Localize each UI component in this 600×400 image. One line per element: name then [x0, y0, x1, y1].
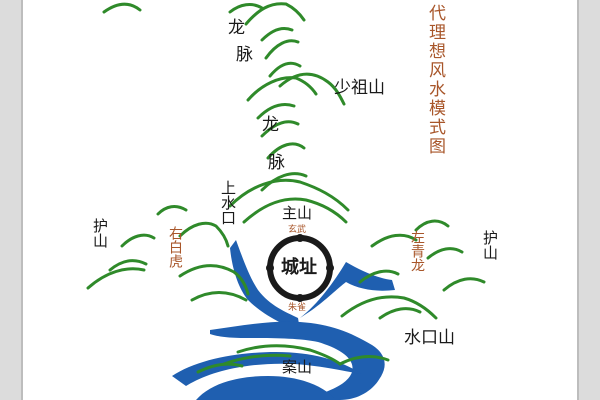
city-site: [266, 234, 334, 302]
label-xuanwu: 玄武: [288, 225, 307, 235]
label-shaozushan: 少祖山: [334, 78, 385, 98]
mountain-anshan-2: [222, 353, 292, 366]
label-mai-2: 脉: [268, 153, 285, 173]
mountain-left-7: [190, 291, 248, 302]
mountain-ridge-10: [266, 142, 306, 160]
mountain-left-4: [86, 267, 146, 290]
mountain-left-5: [108, 259, 148, 272]
mountain-ridge-4: [260, 26, 294, 42]
mountain-ridge-2: [228, 3, 264, 14]
city-gate-east: [326, 264, 334, 272]
mountain-anshan-1: [236, 344, 342, 366]
mountain-shaozushan: [278, 72, 346, 106]
mountain-left-1: [156, 205, 188, 216]
mountain-ridge-5: [264, 39, 300, 60]
mountain-right-7: [378, 307, 422, 320]
mountain-anshan-3: [196, 362, 244, 374]
mountain-ridge-8: [256, 103, 296, 120]
label-zuo-qinglong: 左青龙: [409, 230, 425, 272]
mountain-left-2: [120, 233, 156, 248]
label-zhuque: 朱雀: [288, 303, 307, 313]
label-long-1: 龙: [228, 18, 245, 38]
label-chengzhi: 城址: [281, 257, 317, 278]
mountain-anshan-4: [338, 355, 390, 366]
label-hushan-left: 护山: [91, 218, 109, 248]
river-outlet: [196, 376, 336, 400]
mountain-zhushan-2: [242, 197, 348, 224]
mountain-ridge-6: [268, 61, 302, 78]
label-you-baihu: 右白虎: [167, 226, 183, 268]
label-shangshuikou: 上水口: [219, 180, 237, 225]
mountain-right-6: [340, 295, 438, 320]
mountain-right-1: [414, 219, 450, 232]
title-text: 代理想风水模式图: [425, 4, 445, 156]
river-main: [210, 321, 385, 400]
mountain-left-6: [178, 264, 250, 296]
mountains: [86, 2, 486, 374]
mountain-right-5: [358, 269, 400, 284]
mountain-ridge-9: [260, 120, 300, 138]
label-hushan-right: 护山: [481, 230, 499, 260]
mountain-left-3: [178, 221, 230, 248]
label-zhushan: 主山: [282, 204, 313, 222]
mountain-ridge-3: [244, 2, 306, 26]
mountain-ridge-1: [102, 2, 142, 14]
label-anshan: 案山: [282, 358, 313, 376]
city-gate-north: [296, 234, 304, 242]
mountain-right-4: [442, 277, 486, 292]
city-gate-west: [266, 264, 274, 272]
label-mai-1: 脉: [236, 45, 253, 65]
mountain-zhushan-1: [228, 178, 350, 212]
mountain-right-3: [426, 247, 464, 260]
label-shuikoushan: 水口山: [404, 328, 455, 348]
label-long-2: 龙: [262, 115, 279, 135]
city-gate-south: [296, 294, 304, 302]
mountain-ridge-7: [246, 76, 318, 102]
river-lower-bend: [172, 352, 362, 386]
mountain-right-2: [370, 233, 418, 248]
mountain-zhushan-3: [260, 172, 308, 192]
